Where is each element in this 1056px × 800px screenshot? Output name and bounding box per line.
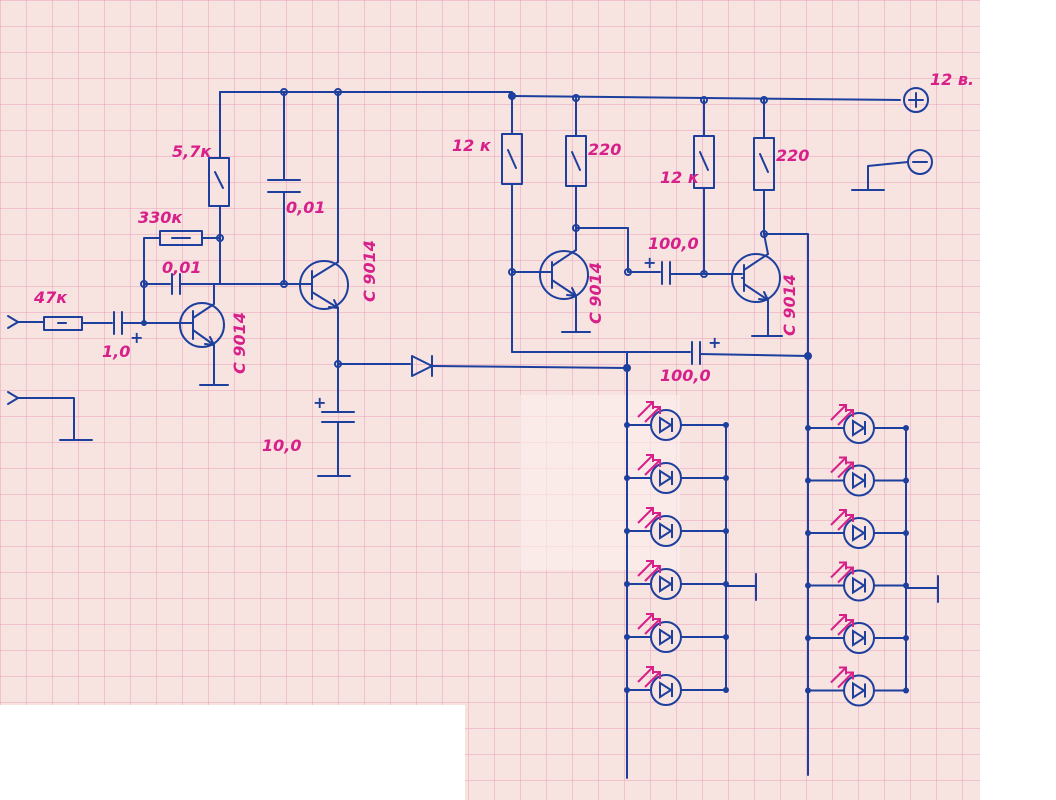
ground-terminal-icon [7,391,93,441]
resistor-220-left-label: 220 [588,140,622,159]
capacitor-10-label: 10,0 [262,436,302,455]
supply-voltage-label: 12 в. [930,70,975,89]
junctions [141,92,812,372]
open-junctions [140,88,768,368]
background [980,0,1056,800]
transistor-2-label: C 9014 [360,240,379,302]
resistor-220-right-label: 220 [776,146,810,165]
capacitor-0-01-feedback-label: 0,01 [162,258,202,277]
transistor-3-label: C 9014 [586,262,605,324]
transistor-4-icon [731,253,781,303]
resistor-12k-left-label: 12 к [452,136,491,155]
resistor-5-7k-label: 5,7к [172,142,212,161]
torn-corner [0,705,465,800]
svg-text:+: + [313,393,326,412]
resistor-47k-label: 47к [34,288,68,307]
led-icon [624,666,729,706]
led-icon [805,404,909,444]
resistor-330k-label: 330к [138,208,183,227]
transistor-1-label: C 9014 [230,312,249,374]
capacitor-0-01-decouple-label: 0,01 [286,198,326,217]
input-terminal-icon [7,315,45,329]
capacitor-1-label: 1,0 [102,342,131,361]
polarity-marks: + + + + [130,253,721,412]
transistor-4-label: C 9014 [780,274,799,336]
transistor-3-icon [511,249,589,300]
svg-text:+: + [643,253,656,272]
capacitor-100-bottom-icon [691,341,701,365]
resistor-12k-right-label: 12 к [660,168,699,187]
transistor-1-icon [179,302,225,348]
led-icon [624,507,729,547]
led-icon [805,614,909,654]
led-icon [805,509,909,549]
led-icon [624,560,729,600]
minus-terminal-icon [851,149,933,191]
transistor-2-icon [299,260,349,310]
plus-terminal-icon [903,87,929,113]
capacitor-100-top-label: 100,0 [648,234,699,253]
led-icon [805,561,909,602]
capacitor-100-bottom-label: 100,0 [660,366,711,385]
led-icon [805,456,909,497]
svg-text:+: + [708,333,721,352]
led-icon [805,666,909,707]
graph-paper [0,0,980,800]
svg-text:+: + [130,328,143,347]
led-icon [624,454,729,494]
led-icon [624,401,729,441]
led-icon [624,613,729,653]
